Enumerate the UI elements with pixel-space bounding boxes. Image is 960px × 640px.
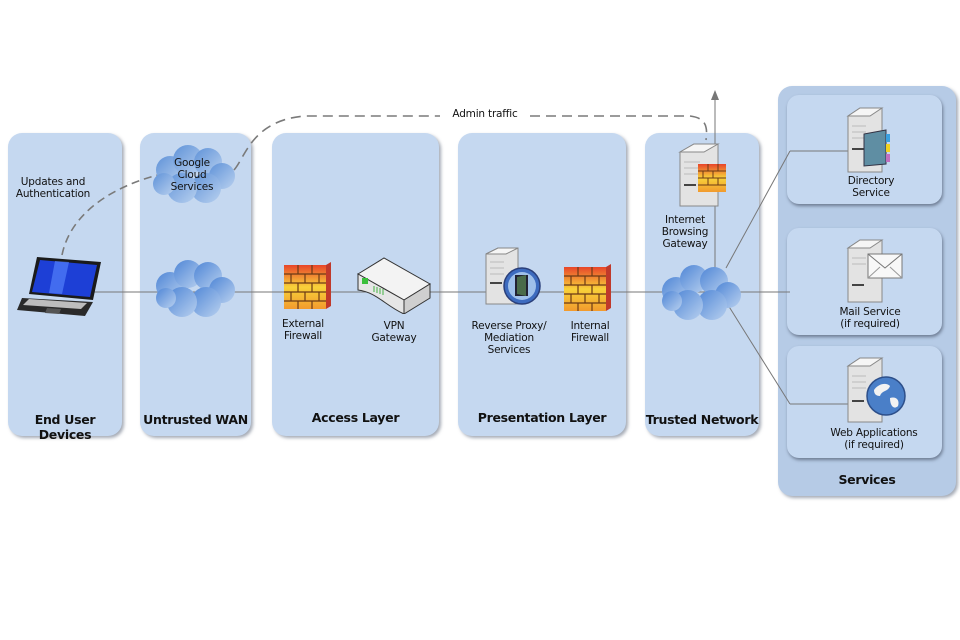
admin-traffic-label: Admin traffic <box>440 108 530 120</box>
directory-service-label: Directory Service <box>847 175 895 199</box>
internet-arrow-head <box>711 90 719 100</box>
directory-server-icon <box>846 107 890 173</box>
web-server-icon <box>846 357 906 423</box>
internet-gateway-icon <box>678 143 726 207</box>
external-firewall-label: External Firewall <box>282 318 324 342</box>
external-firewall-icon <box>284 262 331 309</box>
internet-gateway-label: Internet Browsing Gateway <box>661 214 709 250</box>
zone-title: Access Layer <box>311 410 400 425</box>
zone-title: Untrusted WAN <box>143 412 248 427</box>
mail-service-label: Mail Service (if required) <box>839 306 901 330</box>
updates-auth-label: Updates and Authentication <box>15 176 91 200</box>
vpn-gateway-icon <box>357 257 431 314</box>
mail-server-icon <box>846 239 903 303</box>
google-cloud-label: Google Cloud Services <box>170 157 214 193</box>
trusted-to-directory-link <box>725 150 791 269</box>
internal-firewall-icon <box>564 264 611 311</box>
wan-cloud-icon <box>156 260 235 317</box>
zone-title: Trusted Network <box>645 412 759 427</box>
web-applications-label: Web Applications (if required) <box>830 427 918 451</box>
updates-dashed-path <box>61 171 171 256</box>
reverse-proxy-label: Reverse Proxy/ Mediation Services <box>471 320 547 356</box>
admin-traffic-dashed-path <box>233 115 708 171</box>
trusted-cloud-icon <box>662 265 741 320</box>
zone-title: End User Devices <box>34 412 96 442</box>
vpn-gateway-label: VPN Gateway <box>371 320 417 344</box>
zone-title: Services <box>838 472 896 487</box>
internal-firewall-label: Internal Firewall <box>570 320 610 344</box>
laptop-icon <box>17 257 101 316</box>
google-cloud-icon <box>153 145 235 203</box>
trusted-to-web-link <box>727 304 791 405</box>
zone-title: Presentation Layer <box>477 410 607 425</box>
reverse-proxy-icon <box>485 247 541 305</box>
